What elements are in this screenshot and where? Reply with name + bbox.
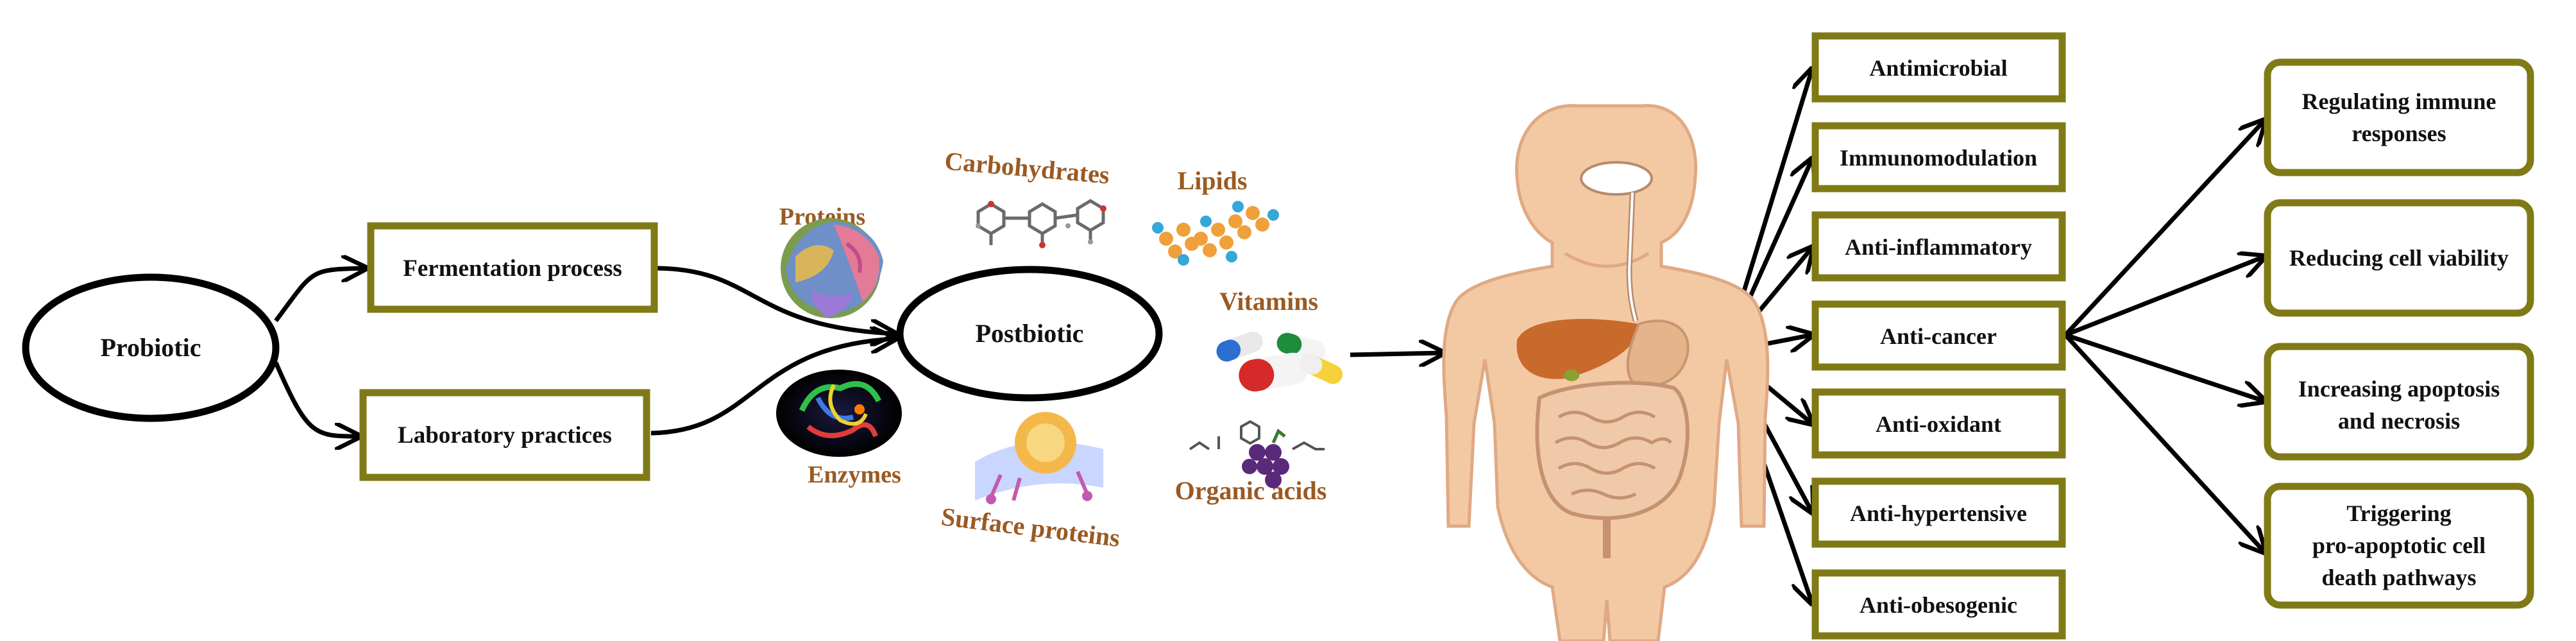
enzymes-label: Enzymes: [808, 461, 901, 488]
svg-text:Immunomodulation: Immunomodulation: [1840, 145, 2037, 171]
effect-boxes: Antimicrobial Immunomodulation Anti-infl…: [1811, 32, 2066, 640]
surface-protein-icon: [975, 412, 1103, 504]
svg-text:Anti-oxidant: Anti-oxidant: [1876, 411, 2001, 437]
effect-anti-inflammatory: Anti-inflammatory: [1811, 211, 2066, 282]
mechanism-reducing-viability: Reducing cell viability: [2264, 199, 2534, 317]
process-laboratory: Laboratory practices: [359, 389, 650, 481]
protein-structure-icon: [781, 218, 883, 318]
carbohydrate-molecule-icon: [976, 199, 1106, 248]
mechanism-boxes: Regulating immune responses Reducing cel…: [2264, 58, 2534, 609]
human-digestive-system-icon: [1442, 104, 1770, 641]
effect-anti-cancer: Anti-cancer: [1811, 300, 2066, 371]
surface-proteins-label: Surface proteins: [940, 502, 1122, 552]
svg-text:Antimicrobial: Antimicrobial: [1869, 55, 2007, 81]
laboratory-label: Laboratory practices: [398, 422, 612, 449]
effect-immunomodulation: Immunomodulation: [1811, 122, 2066, 192]
svg-text:and necrosis: and necrosis: [2338, 408, 2460, 434]
svg-text:Anti-cancer: Anti-cancer: [1880, 323, 1997, 349]
effect-anti-obesogenic: Anti-obesogenic: [1811, 569, 2066, 640]
svg-text:Increasing apoptosis: Increasing apoptosis: [2298, 376, 2500, 402]
body-silhouette: [1442, 104, 1770, 641]
mechanism-triggering-pathways: Triggering pro-apoptotic cell death path…: [2264, 483, 2534, 609]
probiotic-node: Probiotic: [22, 273, 280, 422]
mechanism-increasing-apoptosis: Increasing apoptosis and necrosis: [2264, 343, 2534, 461]
carbohydrates-label: Carbohydrates: [944, 146, 1111, 189]
effect-antimicrobial: Antimicrobial: [1811, 32, 2066, 103]
vitamin-capsules-icon: [1216, 331, 1343, 392]
arrow-postbiotic-body: [1350, 353, 1443, 355]
postbiotic-label: Postbiotic: [976, 319, 1084, 348]
probiotic-label: Probiotic: [100, 333, 201, 362]
svg-text:Anti-hypertensive: Anti-hypertensive: [1850, 500, 2027, 526]
intestines: [1535, 380, 1690, 520]
svg-text:death pathways: death pathways: [2321, 565, 2476, 590]
enzyme-structure-icon: [776, 370, 902, 457]
organic-acids-label: Organic acids: [1175, 476, 1327, 505]
fermentation-label: Fermentation process: [403, 255, 622, 282]
lipid-molecule-icon: [1152, 201, 1279, 266]
arrow-probiotic-fermentation: [274, 268, 366, 323]
liver: [1516, 319, 1640, 379]
svg-text:pro-apoptotic cell: pro-apoptotic cell: [2312, 533, 2486, 558]
svg-text:Triggering: Triggering: [2346, 500, 2451, 526]
arrow-probiotic-laboratory: [273, 361, 359, 436]
svg-text:Anti-obesogenic: Anti-obesogenic: [1860, 592, 2017, 618]
effect-anti-oxidant: Anti-oxidant: [1811, 388, 2066, 459]
vitamins-label: Vitamins: [1219, 287, 1318, 316]
postbiotic-node: Postbiotic: [896, 266, 1163, 402]
organic-acids-icon: [1189, 420, 1325, 488]
svg-text:Anti-inflammatory: Anti-inflammatory: [1845, 234, 2032, 260]
svg-text:Reducing cell viability: Reducing cell viability: [2289, 245, 2509, 271]
mechanism-arrows: [2063, 121, 2264, 552]
svg-text:responses: responses: [2351, 121, 2446, 146]
arrow-laboratory-postbiotic: [650, 339, 895, 436]
lipids-label: Lipids: [1178, 166, 1248, 195]
stomach: [1626, 320, 1690, 387]
arrow-fermentation-postbiotic: [657, 266, 895, 334]
mechanism-regulating-immune: Regulating immune responses: [2264, 58, 2534, 176]
effect-anti-hypertensive: Anti-hypertensive: [1811, 477, 2066, 548]
svg-text:Regulating immune: Regulating immune: [2301, 89, 2496, 114]
process-fermentation: Fermentation process: [367, 222, 658, 313]
